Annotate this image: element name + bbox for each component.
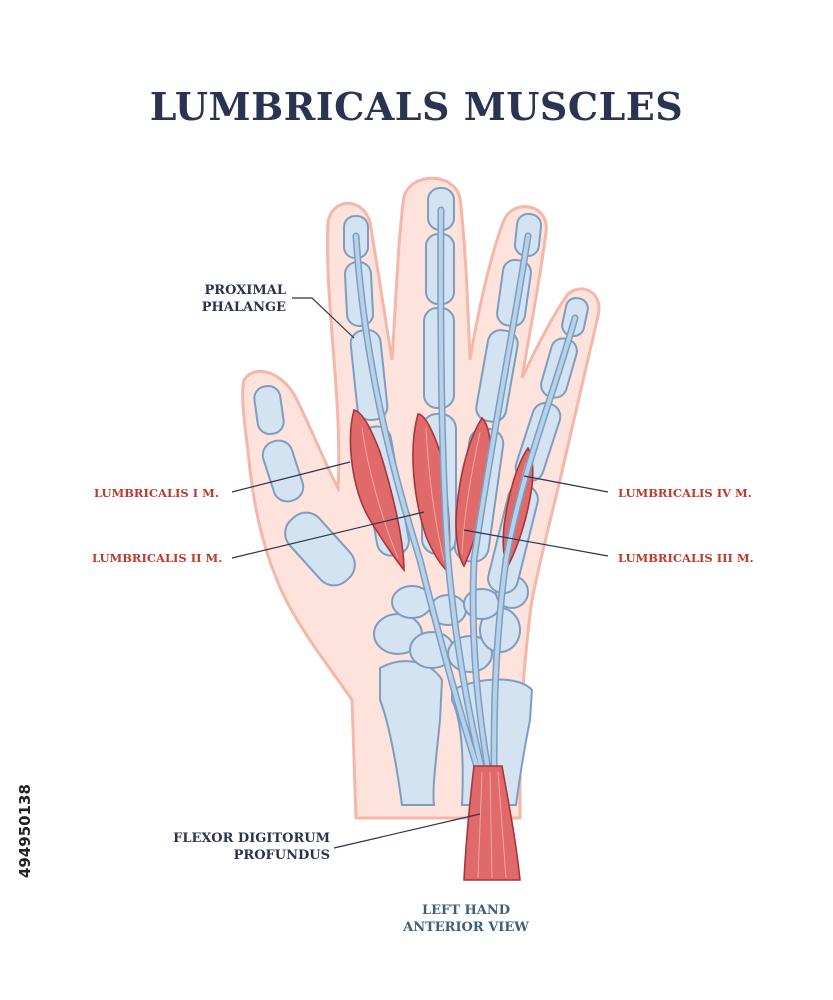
leader-lumbricalis-2: [231, 511, 425, 559]
page-title: LUMBRICALS MUSCLES: [149, 84, 684, 129]
label-flexor-digitorum: FLEXOR DIGITORUM PROFUNDUS: [162, 830, 330, 864]
leader-lines: [231, 297, 609, 849]
leader-flexor: [333, 813, 481, 849]
label-proximal-phalange: PROXIMAL PHALANGE: [176, 282, 286, 316]
flexor-digitorum-muscle: [463, 765, 521, 881]
label-lumbricalis-4: LUMBRICALIS IV M.: [618, 486, 752, 500]
leader-lumbricalis-4: [523, 475, 609, 493]
flexor-tendons-inner: [354, 208, 577, 772]
stock-id-text: 494950138: [16, 784, 34, 878]
label-proximal-line2: PHALANGE: [201, 300, 286, 315]
leader-lumbricalis-3: [463, 529, 609, 557]
label-lumbricalis-2: LUMBRICALIS II M.: [92, 551, 223, 565]
label-view-line2: ANTERIOR VIEW: [403, 920, 529, 935]
label-lumbricalis-1: LUMBRICALIS I M.: [94, 486, 219, 500]
leader-lumbricalis-1: [231, 461, 351, 493]
label-proximal-line1: PROXIMAL: [204, 283, 286, 298]
lumbricalis-1-muscle: [349, 409, 405, 573]
leader-proximal-phalange: [292, 297, 355, 339]
label-flexor-line2: PROFUNDUS: [233, 848, 330, 863]
label-flexor-line1: FLEXOR DIGITORUM: [173, 831, 330, 846]
label-view-line1: LEFT HAND: [421, 903, 510, 918]
label-lumbricalis-3: LUMBRICALIS III M.: [618, 551, 754, 565]
stock-id: 494950138: [16, 784, 34, 878]
label-view: LEFT HAND ANTERIOR VIEW: [366, 902, 566, 936]
thumb-bones: [253, 384, 356, 587]
